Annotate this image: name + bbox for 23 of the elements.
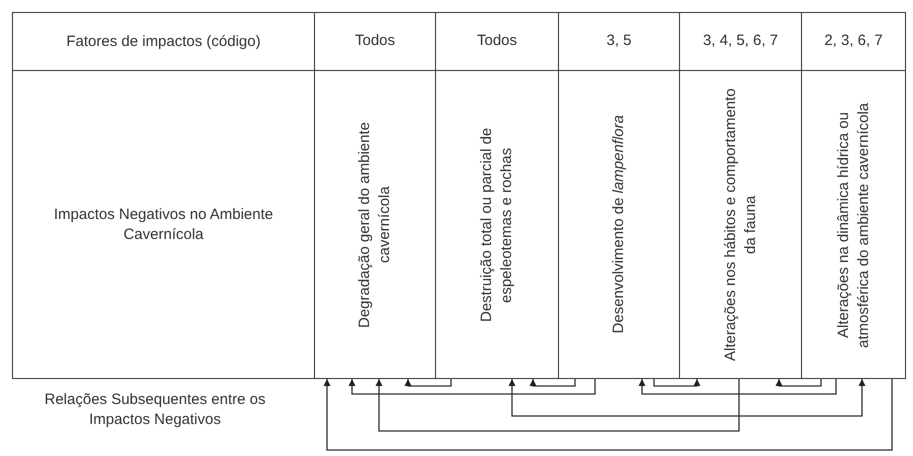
- row-header-text: Fatores de impactos (código): [65, 32, 262, 52]
- impact-text: Desenvolvimento de lampenflora: [609, 115, 628, 334]
- connector-arrow: [776, 379, 822, 387]
- connector-arrow: [324, 379, 893, 451]
- code-text: 3, 4, 5, 6, 7: [702, 31, 778, 52]
- connector-arrow: [653, 379, 700, 387]
- impact-text: Alterações na dinâmica hídrica ou atmosférica do ambiente cavernícola: [834, 100, 872, 350]
- code-text: 2, 3, 6, 7: [824, 31, 883, 52]
- table-column: [314, 12, 436, 379]
- impact-text: Destruição total ou parcial de espeleotemas e rochas: [477, 126, 516, 324]
- connector-arrow: [348, 379, 596, 395]
- code-text: Todos: [476, 31, 518, 52]
- impact-text: Alterações nos hábitos e comportamento da fauna: [720, 87, 760, 363]
- connector-arrow: [638, 379, 837, 395]
- code-text: 3, 5: [606, 31, 632, 52]
- connector-arrow: [376, 379, 740, 432]
- connector-arrow: [530, 379, 576, 387]
- connector-arrow: [404, 379, 452, 387]
- row-header-text: Impactos Negativos no Ambiente Cavernícola: [52, 204, 274, 244]
- row-header-text: Relações Subsequentes entre os Impactos Negativos: [44, 390, 266, 430]
- connector-arrow: [508, 379, 866, 417]
- impact-text: Degradação geral do ambiente cavernícola: [355, 120, 394, 330]
- code-text: Todos: [354, 31, 396, 52]
